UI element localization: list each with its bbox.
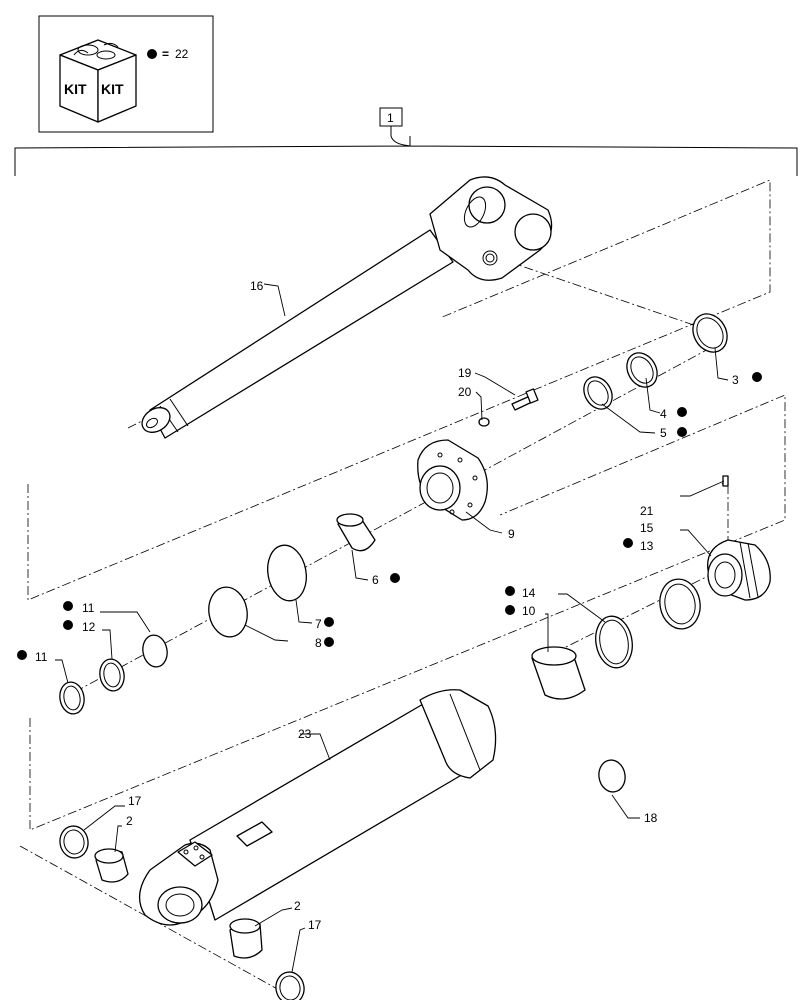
callout-10: 10 [522, 604, 536, 618]
kit-word-right: KIT [101, 81, 124, 97]
callout-6: 6 [372, 573, 379, 587]
callout-5: 5 [660, 426, 667, 440]
kit-count: 22 [175, 47, 189, 61]
callout-17b: 17 [308, 918, 322, 932]
assembly-label: 1 [387, 111, 394, 125]
kit-legend: KIT KIT = 22 [38, 15, 214, 133]
callout-4: 4 [660, 407, 667, 421]
callout-17a: 17 [128, 794, 142, 808]
piston [707, 539, 771, 601]
callout-20: 20 [458, 385, 472, 399]
callout-21: 21 [640, 504, 654, 518]
piston-rod [141, 176, 553, 439]
callout-18: 18 [644, 811, 658, 825]
callout-11b: 11 [35, 650, 48, 664]
kit-box-icon: KIT KIT [59, 39, 137, 123]
callout-16: 16 [250, 279, 264, 293]
assembly-bracket: 1 [14, 107, 798, 176]
callout-19: 19 [458, 366, 472, 380]
callout-14: 14 [522, 586, 536, 600]
kit-equals: = [162, 47, 169, 61]
callout-3: 3 [732, 373, 739, 387]
callout-23: 23 [298, 727, 312, 741]
callout-labels: 16 19 20 3 4 5 9 6 7 8 21 15 13 14 10 11… [35, 279, 739, 932]
kit-bullet-icon [147, 49, 157, 59]
pivot-bushings [94, 848, 263, 959]
leader-lines [55, 283, 729, 973]
callout-15: 15 [640, 521, 654, 535]
kit-word-left: KIT [64, 81, 87, 97]
gland-head [417, 439, 488, 521]
callout-2b: 2 [294, 899, 301, 913]
bolt-and-washer [478, 388, 729, 487]
callout-9: 9 [508, 527, 515, 541]
bushing-10 [531, 646, 586, 700]
seal-rings [59, 313, 728, 1000]
callout-11a: 11 [82, 601, 95, 615]
bushing-6 [336, 513, 376, 552]
callout-12: 12 [82, 620, 96, 634]
callout-2a: 2 [126, 814, 133, 828]
callout-13: 13 [640, 539, 654, 553]
kit-bullets [17, 372, 762, 660]
cylinder-barrel [138, 689, 497, 926]
callout-8: 8 [315, 636, 322, 650]
callout-7: 7 [315, 617, 322, 631]
